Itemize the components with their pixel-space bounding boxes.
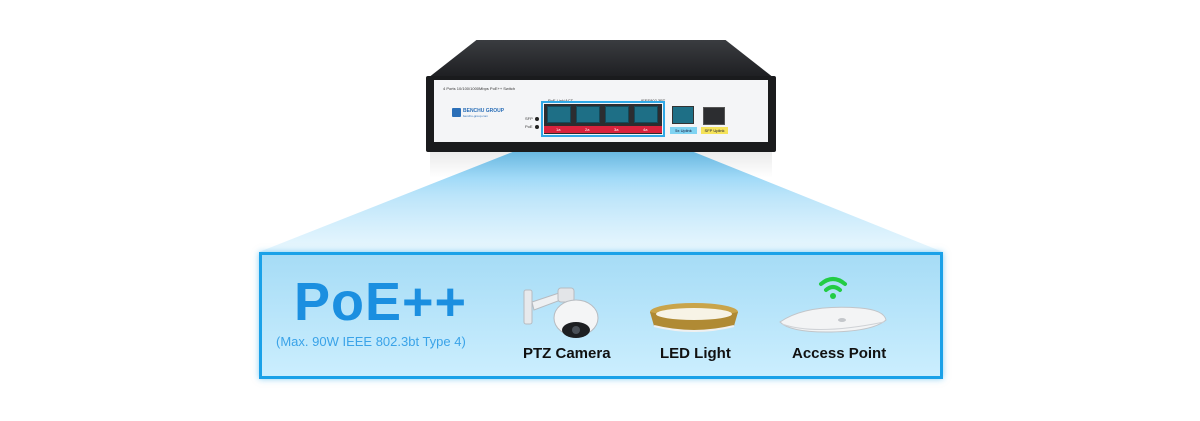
sfp-label: SFP Uplink bbox=[701, 127, 728, 134]
uplink-label: 5x Uplink bbox=[670, 127, 697, 134]
led-indicator-sfp bbox=[535, 117, 539, 121]
switch-model-text: 4 Ports 10/100/1000Mbps PoE++ Switch bbox=[443, 86, 516, 91]
led-indicator-poe bbox=[535, 125, 539, 129]
device-label-access-point: Access Point bbox=[792, 345, 887, 362]
wifi-signal-icon bbox=[819, 277, 847, 292]
switch-reflection bbox=[430, 152, 772, 178]
ethernet-port-1 bbox=[547, 106, 571, 123]
device-label-led-light: LED Light bbox=[660, 345, 731, 362]
brand-logo-icon bbox=[452, 108, 461, 117]
uplink-port bbox=[672, 106, 694, 124]
ethernet-port-2 bbox=[576, 106, 600, 123]
poe-link-label: PoE Link/ACT bbox=[548, 98, 574, 103]
led-label-poe: PoE bbox=[525, 124, 533, 129]
device-label-ptz-camera: PTZ Camera bbox=[523, 345, 611, 362]
switch-top-cover bbox=[428, 40, 774, 78]
ieee-standard-label: IEEE802.3BT bbox=[641, 98, 666, 103]
sfp-port bbox=[703, 107, 725, 125]
ethernet-port-3 bbox=[605, 106, 629, 123]
ptz-camera-icon bbox=[523, 287, 599, 338]
port-number-4: 4a bbox=[643, 127, 648, 132]
brand-name: BENCHU GROUP bbox=[463, 108, 505, 114]
port-highlight-frame bbox=[541, 101, 665, 137]
led-label-sfp: SFP bbox=[525, 116, 533, 121]
led-light-icon bbox=[650, 303, 738, 332]
port-number-1: 1a bbox=[556, 127, 561, 132]
brand-url: benchu-group.com bbox=[463, 114, 489, 118]
port-number-3: 3a bbox=[614, 127, 619, 132]
access-point-icon bbox=[779, 277, 887, 333]
port-number-2: 2a bbox=[585, 127, 590, 132]
ethernet-port-4 bbox=[634, 106, 658, 123]
poe-title: PoE++ bbox=[294, 272, 468, 332]
poe-subtitle: (Max. 90W IEEE 802.3bt Type 4) bbox=[276, 334, 466, 349]
poe-port-strip bbox=[544, 126, 662, 133]
feature-panel bbox=[259, 252, 943, 379]
